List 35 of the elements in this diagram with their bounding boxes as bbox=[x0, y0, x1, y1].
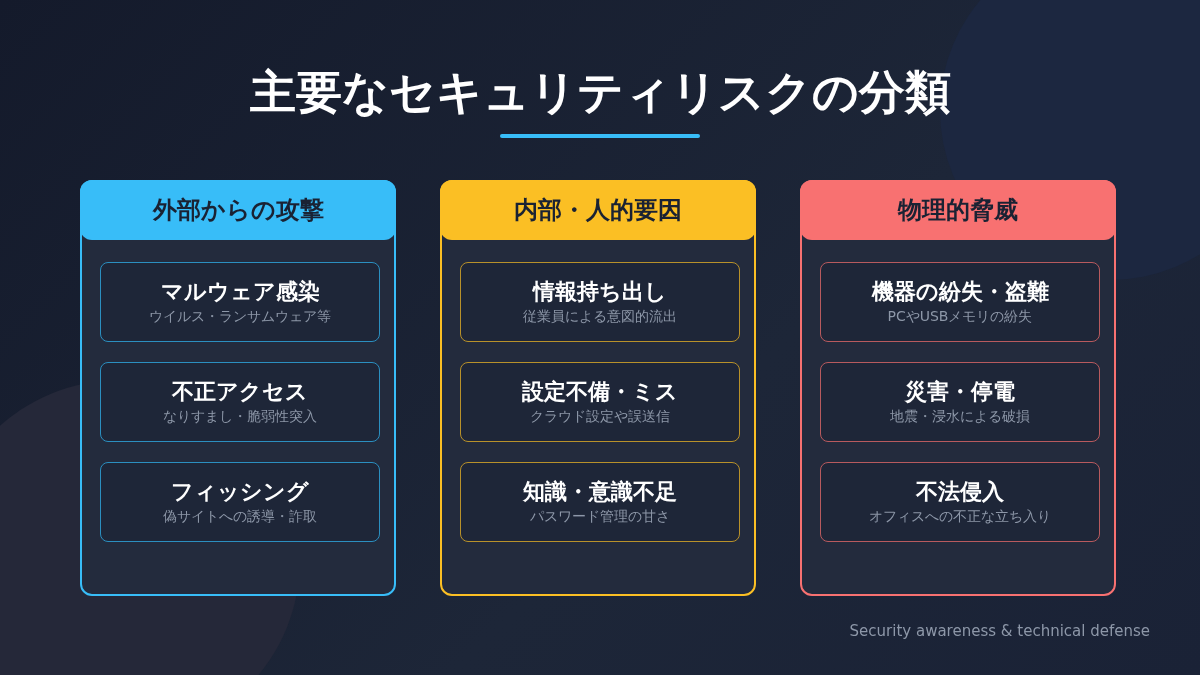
risk-description: PCやUSBメモリの紛失 bbox=[887, 307, 1033, 326]
category-panel bbox=[440, 180, 756, 596]
risk-title: 不法侵入 bbox=[916, 478, 1004, 506]
risk-description: オフィスへの不正な立ち入り bbox=[869, 507, 1051, 526]
risk-card bbox=[460, 362, 740, 442]
category-header: 物理的脅威 bbox=[800, 180, 1116, 240]
risk-title: 知識・意識不足 bbox=[523, 478, 677, 506]
risk-description: 従業員による意図的流出 bbox=[523, 307, 677, 326]
risk-description: ウイルス・ランサムウェア等 bbox=[149, 307, 331, 326]
risk-title: 情報持ち出し bbox=[533, 278, 667, 306]
risk-card bbox=[460, 262, 740, 342]
risk-description: パスワード管理の甘さ bbox=[530, 507, 670, 526]
risk-title: 災害・停電 bbox=[905, 378, 1015, 406]
risk-card bbox=[820, 262, 1100, 342]
risk-title: 不正アクセス bbox=[172, 378, 308, 406]
category-panel bbox=[80, 180, 396, 596]
title: 主要なセキュリティリスクの分類 bbox=[248, 64, 952, 121]
risk-description: 偽サイトへの誘導・詐取 bbox=[163, 507, 317, 526]
risk-description: 地震・浸水による破損 bbox=[890, 407, 1030, 426]
risk-card bbox=[100, 362, 380, 442]
risk-description: なりすまし・脆弱性突入 bbox=[163, 407, 317, 426]
footer-note: Security awareness & technical defense bbox=[849, 622, 1150, 640]
category-header: 内部・人的要因 bbox=[440, 180, 756, 240]
risk-card bbox=[100, 462, 380, 542]
risk-title: マルウェア感染 bbox=[160, 278, 320, 306]
risk-description: クラウド設定や誤送信 bbox=[530, 407, 670, 426]
risk-card bbox=[460, 462, 740, 542]
risk-card bbox=[820, 462, 1100, 542]
category-panel bbox=[800, 180, 1116, 596]
risk-title: フィッシング bbox=[171, 478, 309, 506]
risk-card bbox=[100, 262, 380, 342]
risk-card bbox=[820, 362, 1100, 442]
risk-title: 機器の紛失・盗難 bbox=[871, 278, 1049, 306]
category-header: 外部からの攻撃 bbox=[80, 180, 396, 240]
risk-title: 設定不備・ミス bbox=[522, 378, 678, 406]
